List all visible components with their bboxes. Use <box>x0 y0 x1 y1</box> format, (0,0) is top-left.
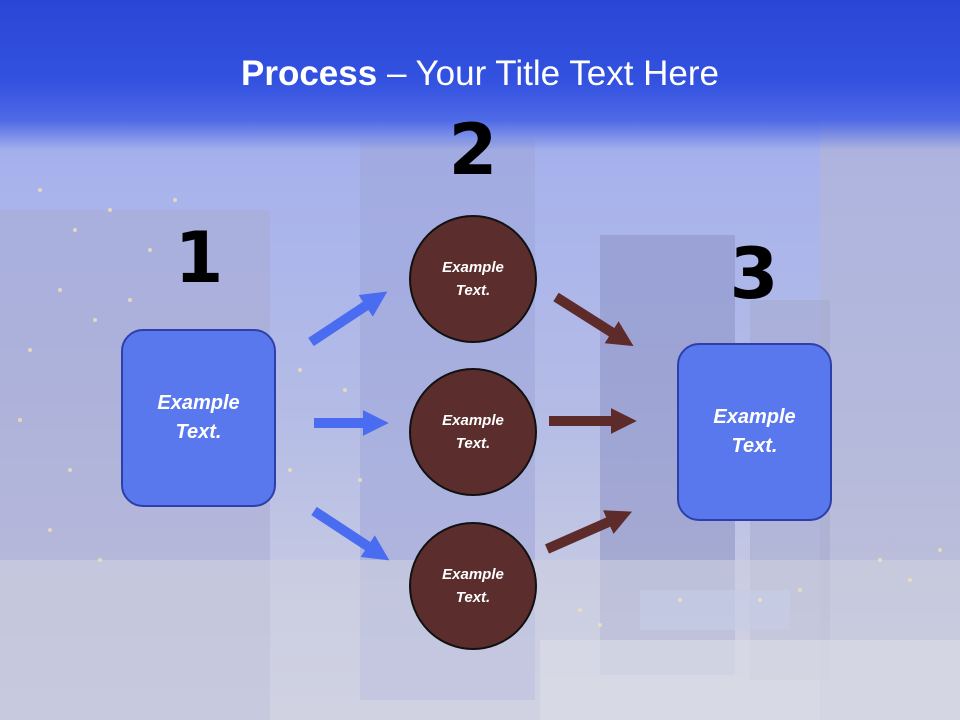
circle-top-line1: Example <box>442 259 504 276</box>
circle-bottom-line1: Example <box>442 566 504 583</box>
step-number-3: 3 <box>729 233 779 315</box>
circle-middle-line1: Example <box>442 412 504 429</box>
step-3-text: Example Text. <box>713 403 795 461</box>
circle-bottom-line2: Text. <box>455 589 491 606</box>
blue-arrow-up-icon <box>308 291 388 347</box>
process-circle-top: Example Text. <box>409 215 537 343</box>
blue-arrow-down-icon <box>311 506 390 561</box>
circle-top-text: Example Text. <box>442 256 504 302</box>
title-rest: Your Title Text Here <box>415 54 720 93</box>
circle-top-line2: Text. <box>455 282 491 299</box>
step-1-text-line1: Example <box>157 392 240 414</box>
circle-bottom-text: Example Text. <box>442 563 504 609</box>
step-1-text-line2: Text. <box>175 421 222 443</box>
title-band <box>0 0 960 150</box>
step-3-text-line1: Example <box>713 406 796 428</box>
step-3-text-line2: Text. <box>731 435 778 457</box>
title-bold: Process <box>241 54 378 93</box>
brown-arrow-up-icon <box>544 510 633 554</box>
step-number-1: 1 <box>174 217 224 299</box>
step-number-2: 2 <box>448 109 498 191</box>
process-circle-bottom: Example Text. <box>409 522 537 650</box>
step-1-text: Example Text. <box>157 389 239 447</box>
brown-arrow-down-icon <box>553 292 634 347</box>
title-dash: – <box>377 54 416 93</box>
step-3-box: Example Text. <box>677 343 832 521</box>
circle-middle-line2: Text. <box>455 435 491 452</box>
slide-title: Process – Your Title Text Here <box>0 52 960 96</box>
step-1-box: Example Text. <box>121 329 276 507</box>
circle-middle-text: Example Text. <box>442 409 504 455</box>
process-circle-middle: Example Text. <box>409 368 537 496</box>
